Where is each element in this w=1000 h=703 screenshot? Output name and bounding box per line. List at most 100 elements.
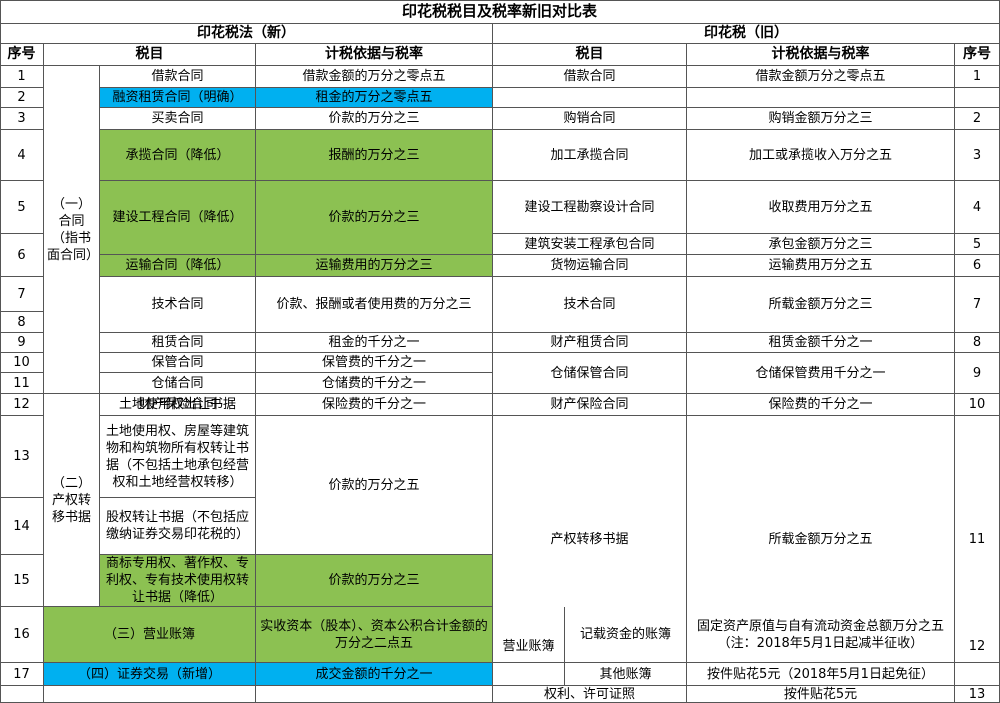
group-securities: （四）证券交易（新增） — [44, 663, 256, 686]
old-section-header: 印花税（旧） — [493, 24, 1000, 44]
old-basis-cell: 承包金额万分之三 — [687, 234, 955, 255]
group-property: （二）产权转移书据 — [44, 394, 100, 607]
old-basis-cell: 按件贴花5元 — [687, 686, 955, 703]
old-item-cell: 购销合同 — [493, 108, 687, 130]
old-basis-cell: 所载金额万分之三 — [687, 277, 955, 333]
old-seq-cell: 8 — [955, 333, 1000, 353]
new-seq-cell: 13 — [0, 416, 44, 498]
new-basis-cell: 借款金额的万分之零点五 — [256, 66, 493, 88]
new-seq-cell: 15 — [0, 555, 44, 607]
new-basis-cell: 价款、报酬或者使用费的万分之三 — [256, 277, 493, 333]
old-item-cell: 财产租赁合同 — [493, 333, 687, 353]
group-books: （三）营业账簿 — [44, 607, 256, 663]
new-seq-cell: 8 — [0, 312, 44, 333]
old-basis-cell: 仓储保管费用千分之一 — [687, 353, 955, 394]
new-basis-cell: 成交金额的千分之一 — [256, 663, 493, 686]
old-seq-cell: 3 — [955, 130, 1000, 181]
old-basis-cell: 加工或承揽收入万分之五 — [687, 130, 955, 181]
column-header-old-basis: 计税依据与税率 — [687, 44, 955, 66]
new-item-cell: 土地使用权出让书据 — [100, 394, 256, 416]
old-seq-cell: 5 — [955, 234, 1000, 255]
new-basis-cell: 价款的万分之三 — [256, 181, 493, 255]
old-item-cell: 建设工程勘察设计合同 — [493, 181, 687, 234]
new-basis-cell: 实收资本（股本）、资本公积合计金额的万分之二点五 — [256, 607, 493, 663]
old-item-cell: 加工承揽合同 — [493, 130, 687, 181]
old-item-cell: 财产保险合同 — [493, 394, 687, 416]
new-item-cell: 借款合同 — [100, 66, 256, 88]
new-seq-cell: 9 — [0, 333, 44, 353]
new-seq-cell: 7 — [0, 277, 44, 312]
old-seq-cell: 9 — [955, 353, 1000, 394]
old-item-cell: 权利、许可证照 — [493, 686, 687, 703]
column-header-seq: 序号 — [0, 44, 44, 66]
old-seq-cell: 1 — [955, 66, 1000, 88]
old-item-cell: 借款合同 — [493, 66, 687, 88]
new-basis-cell — [256, 686, 493, 703]
old-seq-cell: 13 — [955, 686, 1000, 703]
old-item-cell: 建筑安装工程承包合同 — [493, 234, 687, 255]
new-item-cell: 建设工程合同（降低） — [100, 181, 256, 255]
new-item-cell: 保管合同 — [100, 353, 256, 373]
new-seq-cell: 5 — [0, 181, 44, 234]
old-group-books: 营业账簿 — [493, 607, 565, 686]
new-section-header: 印花税法（新） — [0, 24, 493, 44]
old-seq-cell: 6 — [955, 255, 1000, 277]
new-seq-cell: 1 — [0, 66, 44, 88]
group-contracts: （一）合同（指书面合同） — [44, 66, 100, 394]
new-basis-cell: 报酬的万分之三 — [256, 130, 493, 181]
new-seq-cell: 3 — [0, 108, 44, 130]
new-basis-cell: 价款的万分之三 — [256, 108, 493, 130]
new-seq-cell: 11 — [0, 373, 44, 394]
new-item-cell: 买卖合同 — [100, 108, 256, 130]
new-seq-cell: 14 — [0, 498, 44, 555]
new-basis-cell: 价款的万分之三 — [256, 555, 493, 607]
blank-cell — [0, 686, 44, 703]
new-basis-cell: 保管费的千分之一 — [256, 353, 493, 373]
new-basis-cell: 租金的万分之零点五 — [256, 88, 493, 108]
old-seq-cell: 2 — [955, 108, 1000, 130]
new-item-cell: 土地使用权、房屋等建筑物和构筑物所有权转让书据（不包括土地承包经营权和土地经营权… — [100, 416, 256, 498]
old-seq-cell: 4 — [955, 181, 1000, 234]
new-basis-cell: 保险费的千分之一 — [256, 394, 493, 416]
column-header-item: 税目 — [44, 44, 256, 66]
new-seq-cell: 10 — [0, 353, 44, 373]
new-item-cell: 仓储合同 — [100, 373, 256, 394]
old-item-cell: 仓储保管合同 — [493, 353, 687, 394]
blank-cell — [44, 686, 256, 703]
new-item-cell: 承揽合同（降低） — [100, 130, 256, 181]
new-basis-cell: 仓储费的千分之一 — [256, 373, 493, 394]
old-item-cell: 货物运输合同 — [493, 255, 687, 277]
old-basis-cell: 保险费的千分之一 — [687, 394, 955, 416]
column-header-old-seq: 序号 — [955, 44, 1000, 66]
new-seq-cell: 16 — [0, 607, 44, 663]
new-item-cell: 股权转让书据（不包括应缴纳证券交易印花税的） — [100, 498, 256, 555]
new-item-cell: 融资租赁合同（明确） — [100, 88, 256, 108]
old-item-cell: 技术合同 — [493, 277, 687, 333]
old-item-cell: 其他账簿 — [565, 663, 687, 686]
new-seq-cell: 2 — [0, 88, 44, 108]
old-basis-cell: 购销金额万分之三 — [687, 108, 955, 130]
old-basis-cell — [687, 88, 955, 108]
old-basis-cell: 租赁金额千分之一 — [687, 333, 955, 353]
new-seq-cell: 6 — [0, 234, 44, 277]
column-header-basis: 计税依据与税率 — [256, 44, 493, 66]
column-header-old-item: 税目 — [493, 44, 687, 66]
old-basis-cell: 收取费用万分之五 — [687, 181, 955, 234]
blank-cell — [955, 88, 1000, 108]
new-item-cell: 商标专用权、著作权、专利权、专有技术使用权转让书据（降低） — [100, 555, 256, 607]
new-item-cell: 技术合同 — [100, 277, 256, 333]
old-basis-cell: 按件贴花5元（2018年5月1日起免征） — [687, 663, 955, 686]
old-seq-cell: 7 — [955, 277, 1000, 333]
old-basis-cell: 运输费用万分之五 — [687, 255, 955, 277]
new-basis-cell: 租金的千分之一 — [256, 333, 493, 353]
new-seq-cell: 12 — [0, 394, 44, 416]
new-item-cell: 租赁合同 — [100, 333, 256, 353]
new-basis-cell: 运输费用的万分之三 — [256, 255, 493, 277]
new-seq-cell: 4 — [0, 130, 44, 181]
old-item-cell — [493, 88, 687, 108]
old-basis-cell: 固定资产原值与自有流动资金总额万分之五（注：2018年5月1日起减半征收） — [687, 607, 955, 663]
old-seq-cell: 10 — [955, 394, 1000, 416]
page-title: 印花税税目及税率新旧对比表 — [0, 0, 1000, 24]
old-item-cell: 记载资金的账簿 — [565, 607, 687, 663]
